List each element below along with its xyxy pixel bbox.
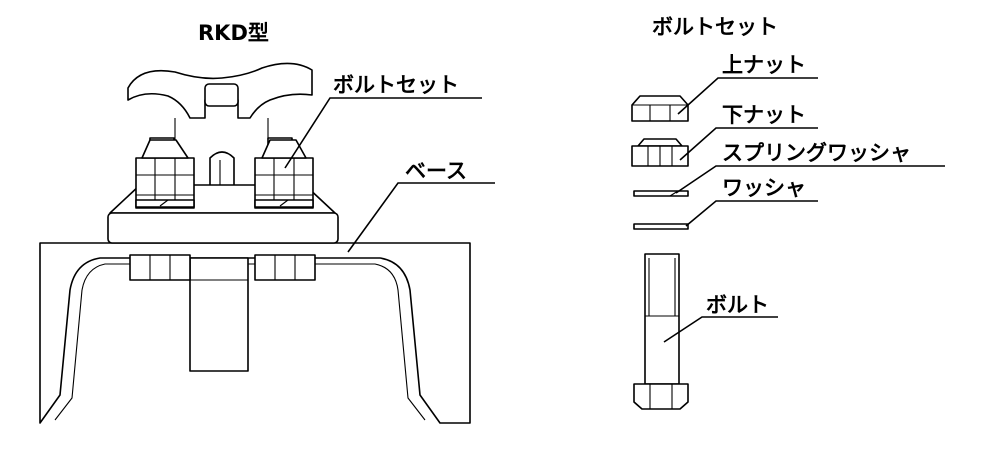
- center-strut: [189, 257, 249, 372]
- lower-nut-part: [631, 138, 689, 167]
- spring-washer-part: [633, 190, 689, 197]
- bolt-set-leader: [284, 97, 482, 169]
- bolt-set-callout: ボルトセット: [333, 73, 459, 97]
- upper-nut-assembly-left: [135, 157, 195, 209]
- assembly-drawing: [39, 62, 471, 424]
- washer-part: [633, 223, 689, 230]
- lower-nut-right: [254, 254, 316, 281]
- assembly-title: RKD型: [198, 21, 269, 45]
- upper-nut-leader: [677, 77, 818, 115]
- lower-nut-leader: [679, 127, 818, 161]
- bolt-part: [633, 253, 689, 410]
- base-frame: [39, 242, 471, 424]
- parts-title: ボルトセット: [652, 15, 778, 39]
- lower-nut-left: [129, 254, 191, 281]
- upper-nut-part: [631, 95, 689, 122]
- spring-washer-label: スプリングワッシャ: [722, 141, 911, 165]
- base-inner-edge: [81, 263, 426, 421]
- spring-washer-leader: [675, 165, 945, 194]
- base-plate: [107, 212, 339, 244]
- lower-nut-label: 下ナット: [722, 103, 806, 127]
- upper-nut-assembly-right: [254, 157, 314, 209]
- upper-nut-label: 上ナット: [722, 53, 806, 77]
- bolt-label: ボルト: [706, 293, 769, 317]
- washer-label: ワッシャ: [722, 176, 806, 200]
- base-leader: [347, 182, 495, 253]
- base-callout: ベース: [405, 159, 467, 183]
- washer-leader: [685, 200, 818, 227]
- bolt-leader: [663, 316, 778, 343]
